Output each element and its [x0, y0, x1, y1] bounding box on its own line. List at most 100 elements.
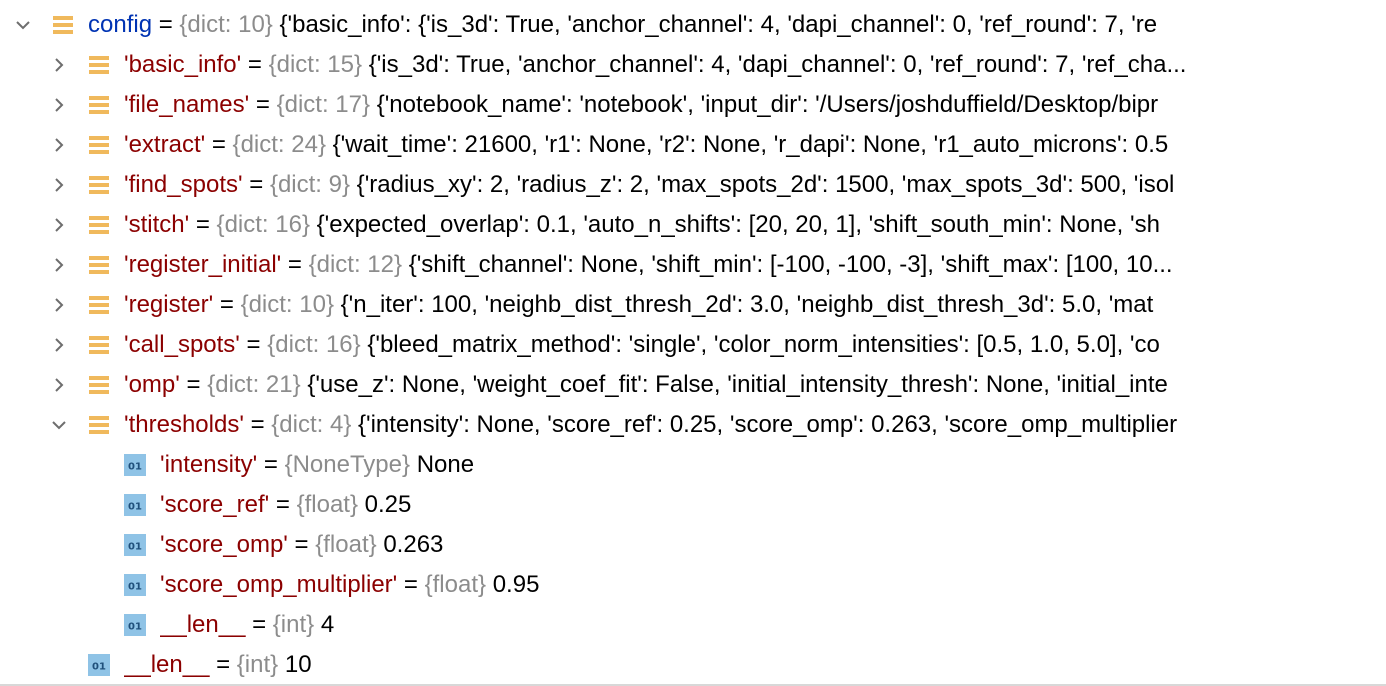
value-preview: {'radius_xy': 2, 'radius_z': 2, 'max_spo… — [356, 171, 1175, 198]
variable-name: 'basic_info' — [124, 51, 242, 78]
value-preview: {'shift_channel': None, 'shift_min': [-1… — [408, 251, 1173, 278]
tree-row-label: 'score_ref' = {float} 0.25 — [160, 485, 1386, 525]
dict-icon — [88, 254, 110, 276]
equals-sign: = — [249, 91, 277, 118]
equals-sign: = — [179, 371, 208, 398]
dict-icon — [88, 134, 110, 156]
dict-icon — [88, 374, 110, 396]
tree-row-thresholds[interactable]: 'thresholds' = {dict: 4} {'intensity': N… — [0, 405, 1386, 445]
tree-row-label: __len__ = {int} 4 — [160, 605, 1386, 645]
tree-row-label: __len__ = {int} 10 — [124, 645, 1386, 685]
svg-text:01: 01 — [92, 662, 106, 673]
value-preview: {'notebook_name': 'notebook', 'input_dir… — [376, 91, 1159, 118]
svg-text:01: 01 — [128, 502, 142, 513]
value-preview: 10 — [284, 651, 312, 678]
dict-icon — [88, 334, 110, 356]
tree-row-extract[interactable]: 'extract' = {dict: 24} {'wait_time': 216… — [0, 125, 1386, 165]
tree-row-label: 'basic_info' = {dict: 15} {'is_3d': True… — [124, 45, 1386, 85]
debugger-variables-tree: config = {dict: 10} {'basic_info': {'is_… — [0, 5, 1386, 685]
tree-row-basic-info[interactable]: 'basic_info' = {dict: 15} {'is_3d': True… — [0, 45, 1386, 85]
dict-icon — [52, 14, 74, 36]
scalar-01-icon: 01 — [88, 654, 110, 676]
value-preview: {'intensity': None, 'score_ref': 0.25, '… — [358, 411, 1178, 438]
tree-row-label: 'extract' = {dict: 24} {'wait_time': 216… — [124, 125, 1386, 165]
tree-row-config[interactable]: config = {dict: 10} {'basic_info': {'is_… — [0, 5, 1386, 45]
type-hint: {dict: 12} — [308, 251, 403, 278]
tree-row-score-omp[interactable]: 01 'score_omp' = {float} 0.263 — [0, 525, 1386, 565]
variable-name: 'omp' — [124, 371, 180, 398]
tree-row-intensity[interactable]: 01 'intensity' = {NoneType} None — [0, 445, 1386, 485]
equals-sign: = — [242, 171, 270, 198]
type-hint: {dict: 10} — [179, 11, 273, 38]
chevron-right-icon[interactable] — [50, 365, 70, 405]
type-hint: {NoneType} — [284, 451, 411, 478]
chevron-down-icon[interactable] — [50, 405, 70, 445]
chevron-right-icon[interactable] — [50, 245, 70, 285]
type-hint: {dict: 9} — [269, 171, 350, 198]
variable-name: 'thresholds' — [124, 411, 244, 438]
scalar-01-icon: 01 — [124, 574, 146, 596]
scalar-01-icon: 01 — [124, 534, 146, 556]
equals-sign: = — [269, 491, 297, 518]
type-hint: {float} — [315, 531, 377, 558]
variable-name: 'register_initial' — [124, 251, 282, 278]
tree-row-thresholds-len[interactable]: 01 __len__ = {int} 4 — [0, 605, 1386, 645]
tree-row-score-omp-multiplier[interactable]: 01 'score_omp_multiplier' = {float} 0.95 — [0, 565, 1386, 605]
tree-row-find-spots[interactable]: 'find_spots' = {dict: 9} {'radius_xy': 2… — [0, 165, 1386, 205]
chevron-right-icon[interactable] — [50, 125, 70, 165]
value-preview: 4 — [320, 611, 335, 638]
equals-sign: = — [189, 211, 217, 238]
equals-sign: = — [397, 571, 425, 598]
chevron-down-icon[interactable] — [14, 5, 34, 45]
chevron-right-icon[interactable] — [50, 165, 70, 205]
chevron-right-icon[interactable] — [50, 325, 70, 365]
variable-name: 'intensity' — [160, 451, 258, 478]
tree-row-label: 'call_spots' = {dict: 16} {'bleed_matrix… — [124, 325, 1386, 365]
tree-row-label: 'omp' = {dict: 21} {'use_z': None, 'weig… — [124, 365, 1386, 405]
tree-row-call-spots[interactable]: 'call_spots' = {dict: 16} {'bleed_matrix… — [0, 325, 1386, 365]
dict-icon — [88, 94, 110, 116]
equals-sign: = — [213, 291, 241, 318]
type-hint: {dict: 16} — [216, 211, 310, 238]
type-hint: {float} — [424, 571, 487, 598]
chevron-right-icon[interactable] — [50, 285, 70, 325]
scalar-01-icon: 01 — [124, 494, 146, 516]
dict-icon — [88, 414, 110, 436]
variable-name: 'call_spots' — [124, 331, 240, 358]
value-preview: 0.95 — [492, 571, 540, 598]
value-preview: {'basic_info': {'is_3d': True, 'anchor_c… — [279, 11, 1158, 38]
svg-text:01: 01 — [128, 542, 142, 553]
tree-row-label: 'file_names' = {dict: 17} {'notebook_nam… — [124, 85, 1386, 125]
tree-row-stitch[interactable]: 'stitch' = {dict: 16} {'expected_overlap… — [0, 205, 1386, 245]
tree-row-file-names[interactable]: 'file_names' = {dict: 17} {'notebook_nam… — [0, 85, 1386, 125]
tree-row-omp[interactable]: 'omp' = {dict: 21} {'use_z': None, 'weig… — [0, 365, 1386, 405]
chevron-right-icon[interactable] — [50, 85, 70, 125]
type-hint: {int} — [272, 611, 315, 638]
variable-name: __len__ — [124, 651, 210, 678]
chevron-right-icon[interactable] — [50, 205, 70, 245]
variable-name: 'extract' — [124, 131, 206, 158]
equals-sign: = — [257, 451, 285, 478]
tree-row-register[interactable]: 'register' = {dict: 10} {'n_iter': 100, … — [0, 285, 1386, 325]
tree-row-score-ref[interactable]: 01 'score_ref' = {float} 0.25 — [0, 485, 1386, 525]
dict-icon — [88, 54, 110, 76]
tree-row-label: config = {dict: 10} {'basic_info': {'is_… — [88, 5, 1386, 45]
variable-name: 'find_spots' — [124, 171, 243, 198]
tree-row-label: 'stitch' = {dict: 16} {'expected_overlap… — [124, 205, 1386, 245]
chevron-right-icon[interactable] — [50, 45, 70, 85]
tree-row-label: 'register_initial' = {dict: 12} {'shift_… — [124, 245, 1386, 285]
equals-sign: = — [241, 51, 269, 78]
tree-row-config-len[interactable]: 01 __len__ = {int} 10 — [0, 645, 1386, 685]
variable-name: 'score_ref' — [160, 491, 270, 518]
variable-name: 'file_names' — [124, 91, 250, 118]
tree-row-label: 'thresholds' = {dict: 4} {'intensity': N… — [124, 405, 1386, 445]
value-preview: {'n_iter': 100, 'neighb_dist_thresh_2d':… — [340, 291, 1154, 318]
type-hint: {dict: 10} — [240, 291, 334, 318]
tree-row-register-initial[interactable]: 'register_initial' = {dict: 12} {'shift_… — [0, 245, 1386, 285]
variable-name: __len__ — [160, 611, 246, 638]
equals-sign: = — [287, 531, 316, 558]
scalar-01-icon: 01 — [124, 454, 146, 476]
dict-icon — [88, 214, 110, 236]
tree-row-label: 'score_omp_multiplier' = {float} 0.95 — [160, 565, 1386, 605]
svg-text:01: 01 — [128, 622, 142, 633]
